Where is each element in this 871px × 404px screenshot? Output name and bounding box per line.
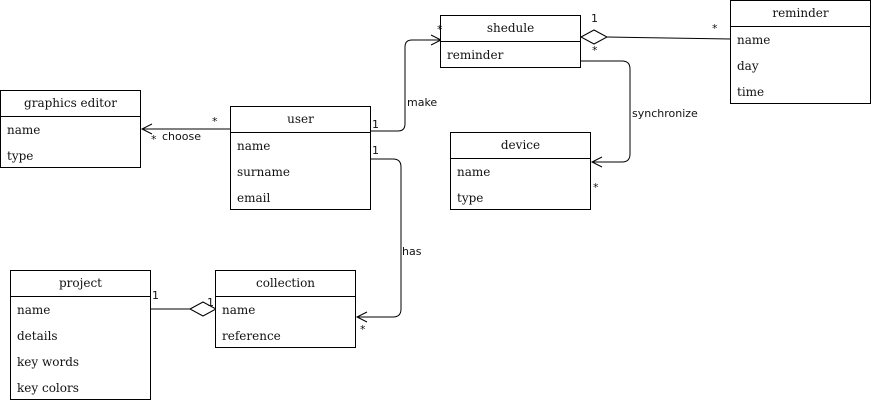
- synchronize-device-multiplicity: *: [593, 181, 599, 194]
- choose-editor-multiplicity: *: [151, 133, 157, 146]
- attribute: reference: [222, 329, 281, 343]
- make-label: make: [407, 96, 438, 109]
- shedule-reminder-line: [606, 36, 732, 40]
- synchronize-label: synchronize: [632, 107, 698, 120]
- device-class[interactable]: device name type: [450, 132, 591, 210]
- reminder-class[interactable]: reminder name day time: [730, 0, 871, 104]
- attribute: reminder: [447, 48, 504, 62]
- class-title: user: [231, 107, 370, 133]
- synchronize-association-line: [580, 60, 631, 163]
- shedule-reminder-shedule-multiplicity: 1: [591, 12, 598, 25]
- shedule-reminder-reminder-multiplicity: *: [712, 22, 718, 35]
- make-shedule-multiplicity: *: [437, 23, 443, 36]
- shedule-class[interactable]: shedule reminder: [440, 15, 581, 68]
- collection-class[interactable]: collection name reference: [215, 270, 356, 348]
- class-title: graphics editor: [1, 91, 140, 117]
- attribute: name: [17, 303, 51, 317]
- user-class[interactable]: user name surname email: [230, 106, 371, 210]
- has-label: has: [402, 245, 422, 258]
- attribute: type: [7, 149, 34, 163]
- attribute: name: [222, 303, 256, 317]
- has-user-multiplicity: 1: [372, 144, 379, 157]
- make-user-multiplicity: 1: [372, 118, 379, 131]
- attribute: email: [237, 191, 271, 205]
- shedule-aggregation-diamond: [579, 29, 609, 45]
- make-association-line: [370, 39, 441, 132]
- project-collection-collection-multiplicity: 1: [207, 296, 214, 309]
- attribute: surname: [237, 165, 290, 179]
- synchronize-shedule-multiplicity: *: [592, 44, 598, 57]
- attribute: key words: [17, 355, 80, 369]
- attribute: name: [457, 165, 491, 179]
- synchronize-arrowhead: [590, 156, 603, 168]
- attribute: key colors: [17, 381, 79, 395]
- has-collection-multiplicity: *: [360, 323, 366, 336]
- attribute: day: [737, 59, 759, 73]
- attribute: details: [17, 329, 58, 343]
- attribute: name: [237, 139, 271, 153]
- graphics-editor-class[interactable]: graphics editor name type: [0, 90, 141, 168]
- class-title: device: [451, 133, 590, 159]
- class-title: collection: [216, 271, 355, 297]
- project-collection-project-multiplicity: 1: [152, 289, 159, 302]
- project-class[interactable]: project name details key words key color…: [10, 270, 151, 400]
- has-association-line: [357, 158, 402, 318]
- choose-arrowhead: [140, 123, 153, 135]
- attribute: name: [7, 123, 41, 137]
- choose-user-multiplicity: *: [212, 115, 218, 128]
- class-title: project: [11, 271, 150, 297]
- choose-label: choose: [162, 130, 201, 143]
- attribute: time: [737, 85, 765, 99]
- class-title: shedule: [441, 16, 580, 42]
- attribute: type: [457, 191, 484, 205]
- class-title: reminder: [731, 1, 870, 27]
- attribute: name: [737, 33, 771, 47]
- has-arrowhead: [355, 311, 368, 323]
